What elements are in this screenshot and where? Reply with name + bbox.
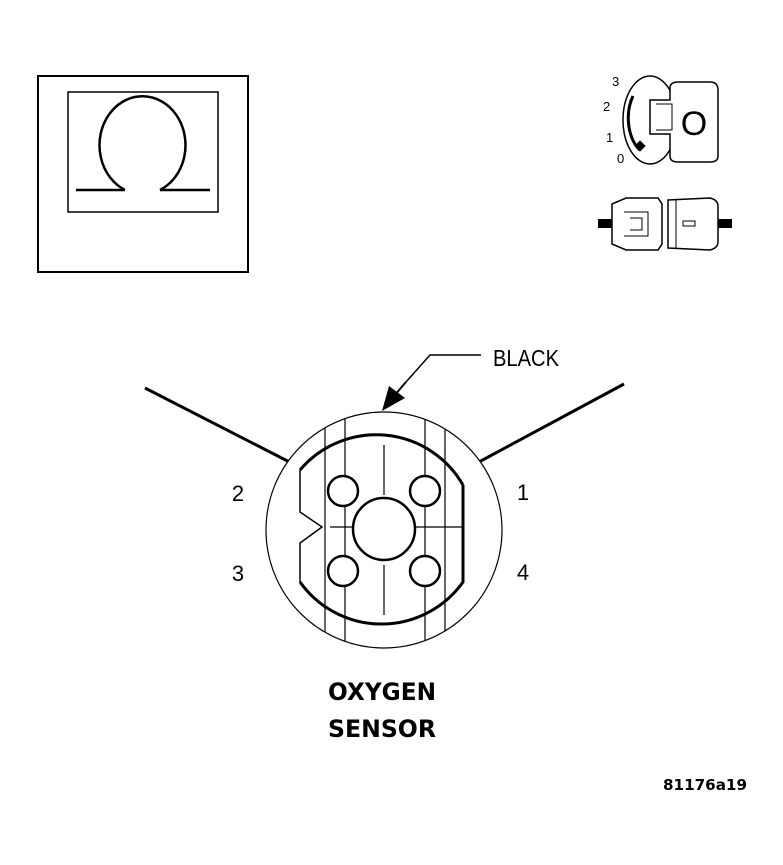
key-label: O bbox=[681, 105, 707, 143]
ignition-position-1: 1 bbox=[606, 130, 613, 145]
figure-id: 81176a19 bbox=[663, 776, 747, 794]
black-wire-callout: BLACK bbox=[382, 345, 560, 411]
pin-3-cavity bbox=[326, 554, 360, 588]
ignition-position-3: 3 bbox=[612, 74, 619, 89]
disconnected-connector-icon bbox=[598, 197, 732, 251]
pin-label-3: 3 bbox=[232, 561, 244, 586]
pin-label-2: 2 bbox=[232, 481, 244, 506]
ignition-position-2: 2 bbox=[603, 99, 610, 114]
pin-4-cavity bbox=[408, 554, 442, 588]
pin-label-1: 1 bbox=[517, 480, 529, 505]
ohm-symbol-icon bbox=[76, 94, 210, 192]
pin-label-4: 4 bbox=[517, 560, 529, 585]
ignition-key-icon: 3 2 1 0 O bbox=[603, 74, 719, 166]
center-pin bbox=[351, 496, 417, 562]
title-line-2: SENSOR bbox=[328, 715, 436, 743]
oxygen-sensor-connector bbox=[265, 411, 503, 649]
pin-1-cavity bbox=[408, 474, 442, 508]
ignition-position-0: 0 bbox=[617, 151, 624, 166]
title-line-1: OXYGEN bbox=[328, 678, 436, 706]
ohmmeter-box bbox=[37, 75, 249, 273]
pin-2-cavity bbox=[326, 474, 360, 508]
wire-color-label: BLACK bbox=[493, 345, 560, 371]
